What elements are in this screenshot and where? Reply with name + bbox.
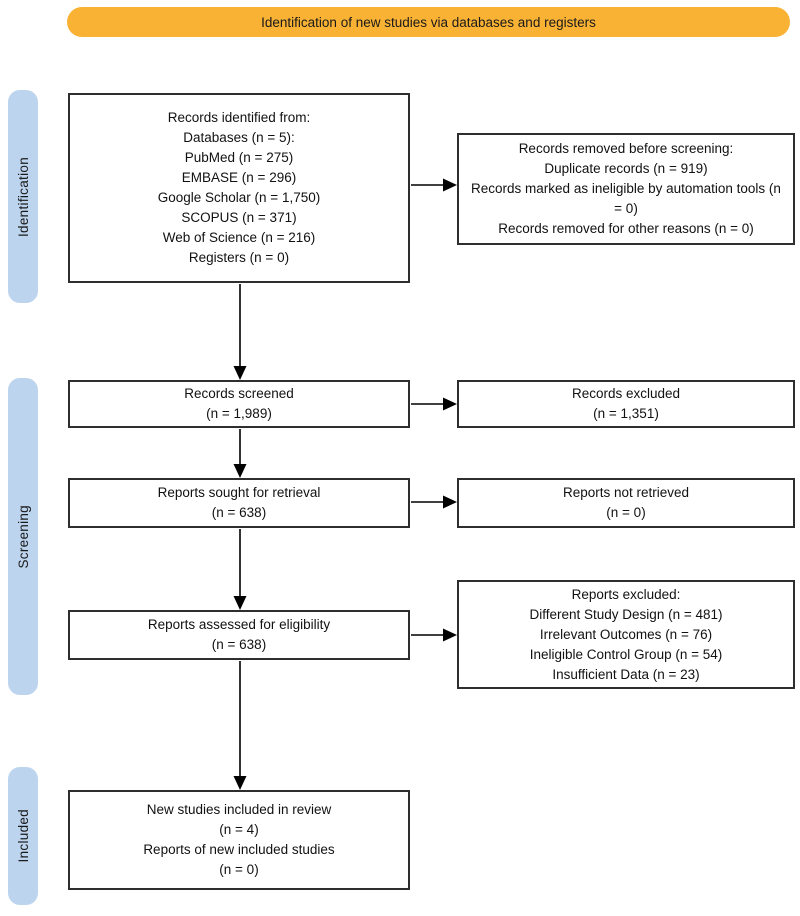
box-line: (n = 4) [219,822,259,837]
box-records-screened: Records screened (n = 1,989) [68,380,410,428]
box-line: Google Scholar (n = 1,750) [157,190,321,205]
box-line: Duplicate records (n = 919) [544,161,708,176]
stage-label-text: Included [15,809,31,863]
box-line: Records marked as ineligible by automati… [471,181,781,216]
box-line: Irrelevant Outcomes (n = 76) [539,626,713,642]
arrow-assessed-to-included [233,661,247,790]
box-line: PubMed (n = 275) [184,150,294,165]
box-line: Reports sought for retrieval [157,485,321,500]
box-line: Reports of new included studies [143,842,335,857]
box-line: Databases (n = 5): [183,130,295,145]
stage-label-text: Identification [15,156,31,237]
box-line: Insufficient Data (n = 23) [552,666,700,682]
box-line: Registers (n = 0) [188,250,290,265]
stage-label-text: Screening [15,504,31,569]
arrow-screened-to-sought [233,429,247,478]
arrow-sought-to-assessed [233,529,247,610]
box-line: (n = 1,989) [206,406,272,421]
stage-label-included: Included [8,767,38,905]
box-line: Reports not retrieved [562,485,690,500]
box-records-removed: Records removed before screening: Duplic… [457,133,795,245]
box-line: (n = 0) [219,862,259,877]
box-new-studies-included: New studies included in review (n = 4) R… [68,790,410,890]
box-reports-excluded: Reports excluded: Different Study Design… [457,580,795,689]
box-line: Records removed before screening: [518,141,734,156]
box-line: Records removed for other reasons (n = 0… [498,221,754,236]
box-line: Ineligible Control Group (n = 54) [529,646,723,662]
box-line: Different Study Design (n = 481) [529,606,723,622]
arrow-sought-to-not-retrieved [411,495,457,509]
box-line: New studies included in review [146,802,332,817]
box-records-identified: Records identified from: Databases (n = … [68,93,410,283]
box-records-excluded: Records excluded (n = 1,351) [457,380,795,428]
box-reports-sought: Reports sought for retrieval (n = 638) [68,478,410,528]
box-line: Records excluded [571,386,681,401]
box-line: Reports excluded: [571,586,681,602]
arrow-identified-to-removed [411,178,457,192]
box-line: Records identified from: [167,110,311,125]
box-reports-assessed: Reports assessed for eligibility (n = 63… [68,610,410,660]
box-reports-not-retrieved: Reports not retrieved (n = 0) [457,478,795,528]
arrow-screened-to-excluded [411,397,457,411]
stage-label-identification: Identification [8,90,38,303]
banner-label: Identification of new studies via databa… [261,14,596,30]
banner-databases-registers: Identification of new studies via databa… [67,7,790,37]
box-line: (n = 1,351) [593,406,659,421]
box-line: EMBASE (n = 296) [181,170,297,185]
box-line: Web of Science (n = 216) [162,230,316,245]
box-line: (n = 638) [211,637,267,652]
box-line: SCOPUS (n = 371) [181,210,297,225]
box-line: (n = 638) [211,505,267,520]
stage-label-screening: Screening [8,378,38,695]
box-line: (n = 0) [606,505,646,520]
arrow-assessed-to-excluded [411,628,457,642]
arrow-identified-to-screened [233,284,247,380]
box-line: Reports assessed for eligibility [147,617,331,632]
box-line: Records screened [184,386,294,401]
